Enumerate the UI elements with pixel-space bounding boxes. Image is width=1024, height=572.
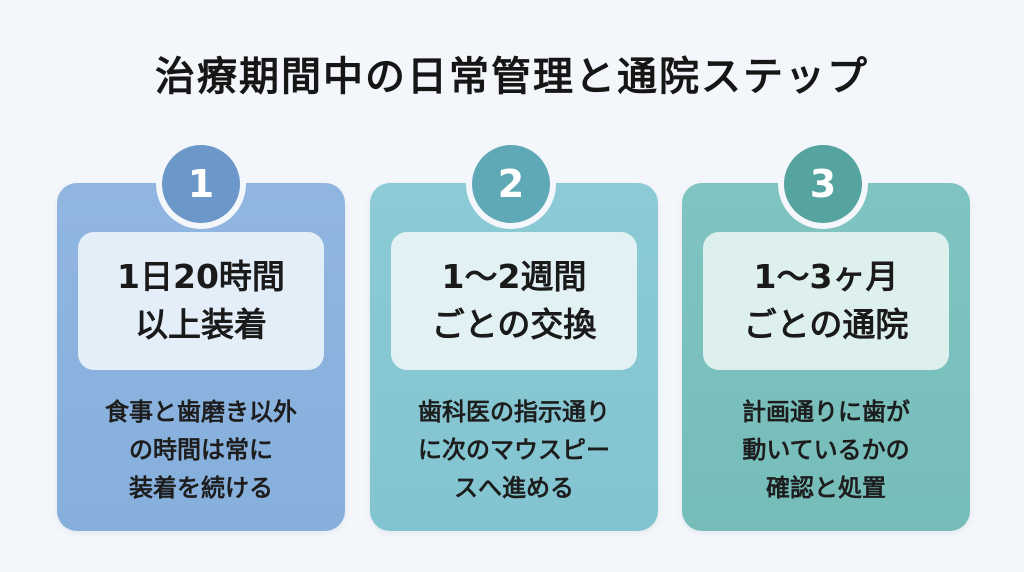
step-3-heading-box: 1〜3ヶ月 ごとの通院 (703, 232, 949, 370)
step-1-number-badge: 1 (162, 145, 240, 223)
step-1-description-line-1: 食事と歯磨き以外 (105, 398, 297, 426)
step-3-description-line-1: 計画通りに歯が (742, 398, 910, 426)
step-1-description: 食事と歯磨き以外 の時間は常に 装着を続ける (57, 393, 345, 507)
step-1-heading-line-1: 1日20時間 (117, 257, 285, 296)
step-3-description-line-3: 確認と処置 (766, 474, 886, 502)
step-2-description: 歯科医の指示通り に次のマウスピー スへ進める (370, 393, 658, 507)
step-3-heading-line-1: 1〜3ヶ月 (753, 257, 899, 296)
step-2-number-badge: 2 (472, 145, 550, 223)
step-2-heading-box: 1〜2週間 ごとの交換 (391, 232, 637, 370)
step-3-description: 計画通りに歯が 動いているかの 確認と処置 (682, 393, 970, 507)
step-1-description-line-3: 装着を続ける (129, 474, 273, 502)
step-1-description-line-2: の時間は常に (129, 436, 273, 464)
step-2-description-line-3: スへ進める (454, 474, 574, 502)
step-1-heading-box: 1日20時間 以上装着 (78, 232, 324, 370)
step-2-heading-line-2: ごとの交換 (431, 305, 597, 344)
step-3-number-badge: 3 (784, 145, 862, 223)
step-2-description-line-2: に次のマウスピー (418, 436, 610, 464)
step-1-heading-line-2: 以上装着 (135, 305, 267, 344)
step-3-heading-line-2: ごとの通院 (743, 305, 909, 344)
page-title: 治療期間中の日常管理と通院ステップ (155, 54, 869, 100)
step-2-description-line-1: 歯科医の指示通り (418, 398, 610, 426)
step-3-description-line-2: 動いているかの (742, 436, 910, 464)
step-2-heading-line-1: 1〜2週間 (441, 257, 587, 296)
